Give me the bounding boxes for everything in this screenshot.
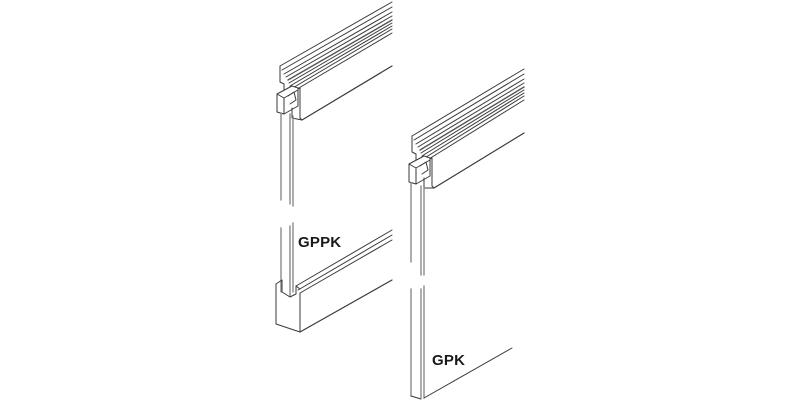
gppk-assembly <box>275 1 393 333</box>
gpk-assembly <box>408 68 525 400</box>
gpk-label: GPK <box>432 352 466 369</box>
gppk-label: GPPK <box>298 234 342 251</box>
gppk-glass-panel <box>280 112 294 297</box>
gppk-bottom-channel <box>275 229 393 333</box>
gpk-top-rail <box>408 68 525 189</box>
gpk-glass-bottom-edge <box>410 347 513 400</box>
gppk-top-rail <box>276 1 393 121</box>
gpk-glass-panel <box>410 182 425 399</box>
